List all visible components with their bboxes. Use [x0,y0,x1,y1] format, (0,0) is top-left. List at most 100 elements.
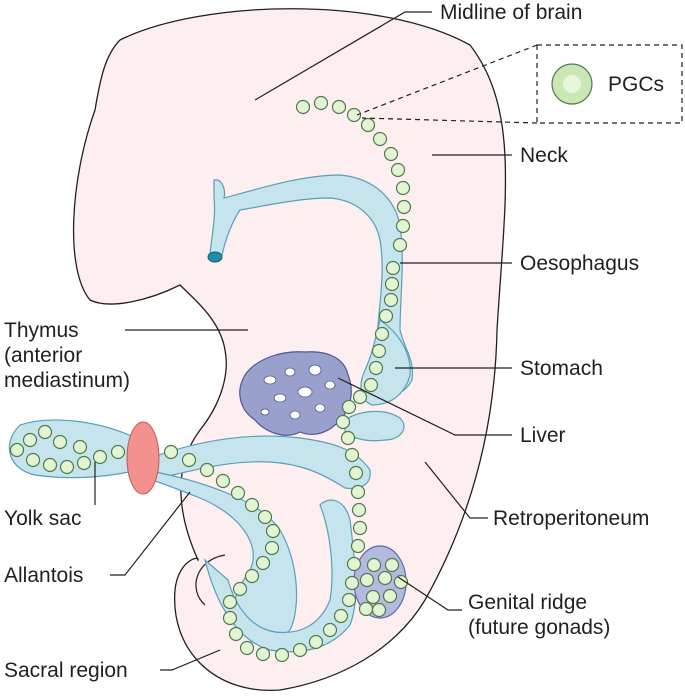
pgc-cell [351,502,367,518]
pgc-cell [368,360,384,376]
pgc-legend-dash-bottom [361,117,538,124]
pgc-cell [395,180,411,196]
pgc-cell [59,459,75,475]
pancreas [344,410,405,442]
pgc-cell [359,572,375,588]
pgc-cell [395,218,411,234]
pgc-cell [42,457,58,473]
pgc-cell [341,592,357,608]
pgc-cell [295,99,311,115]
embryo-body [72,8,507,691]
pgc-cell [199,462,215,478]
pgc-cell [360,117,376,133]
pgc-legend-box [536,44,683,124]
pgc-cell [335,414,351,430]
sacral-curve [195,554,226,606]
label-yolk-sac: Yolk sac [4,507,81,530]
pgc-cell [274,647,290,663]
pgc-cell [350,484,366,500]
leader-allantois [110,491,191,576]
leader-genital [397,576,462,611]
label-allantois: Allantois [4,564,83,587]
pgc-cell [265,523,281,539]
pgc-cell [181,452,197,468]
pgc-cell [239,640,255,656]
pgc-cell [110,444,126,460]
pgc-cell [396,199,412,215]
pgc-cell [377,570,393,586]
pgc-cell [222,610,238,626]
pgc-cell [72,439,88,455]
pgc-cell [382,588,398,604]
pgc-cell [340,430,356,446]
label-oesophagus: Oesophagus [520,252,639,275]
label-stomach: Stomach [520,357,603,380]
pgc-cell [52,434,68,450]
label-sacral-region: Sacral region [4,659,128,682]
pgc-cell [341,399,357,415]
label-genital-ridge-future: (future gonads) [468,616,610,639]
leader-sacral [160,649,221,671]
hindgut [149,435,371,490]
pgc-cell [222,594,238,610]
leader-midline [254,11,432,101]
pgc-cell [22,432,38,448]
thyroid-bud [207,251,223,263]
label-neck: Neck [520,144,568,167]
label-genital-ridge: Genital ridge [468,591,587,614]
pgc-cell [215,473,231,489]
pgc-cell [244,568,260,584]
pgc-cell [366,557,382,573]
leader-retro [424,461,488,519]
pgc-cell [232,581,248,597]
pgc-cell [25,452,41,468]
pgc-cell [383,292,399,308]
umbilical-ring [126,421,160,495]
pgc-cell [384,557,400,573]
leader-liver [337,377,512,436]
label-pgcs: PGCs [608,73,664,96]
label-thymus-mediastinum: mediastinum) [4,369,130,392]
pgc-cell [308,634,324,650]
pgc-cell [255,555,271,571]
liver-holes [260,364,336,420]
pgc-cell [385,260,401,276]
pgc-cell [372,131,388,147]
label-midline-of-brain: Midline of brain [440,1,582,24]
pgc-cell [344,447,360,463]
pgc-cell [371,602,387,618]
label-retroperitoneum: Retroperitoneum [493,507,649,530]
pgc-cell [393,574,409,590]
pgc-cell [346,107,362,123]
pgc-cell [333,608,349,624]
pgc-cell [352,520,368,536]
pgc-cell [365,589,381,605]
pgc-cell [37,424,53,440]
pgc-legend-cell-nucleus [563,75,581,93]
pgc-cell [313,95,329,111]
pgc-cell [374,326,390,342]
pgc-cell [348,465,364,481]
pgc-cell [378,308,394,324]
pgc-cells [9,95,412,663]
pgc-cell [264,540,280,556]
pgc-cell [228,626,244,642]
pgc-cell [9,442,25,458]
pgc-cell [255,646,271,662]
pgc-cell [371,343,387,359]
label-thymus: Thymus [4,319,79,342]
pgc-cell [331,99,347,115]
hindgut-lower [203,499,357,653]
label-thymus-anterior: (anterior [4,344,82,367]
pgc-cell [257,509,273,525]
pgc-cell [346,556,362,572]
pgc-cell [344,575,360,591]
pgc-cell [390,162,406,178]
label-liver: Liver [520,424,566,447]
pgc-cell [163,444,179,460]
pgc-cell [244,497,260,513]
pgc-cell [358,601,374,617]
pgc-cell [383,146,399,162]
